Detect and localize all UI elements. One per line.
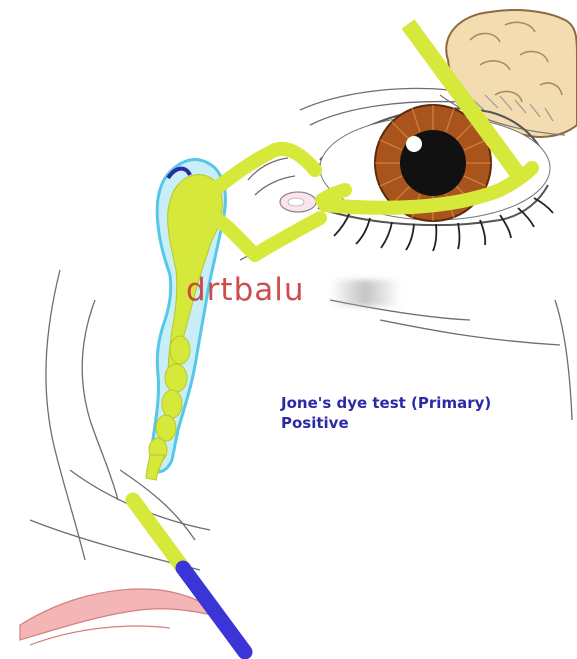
watermark-smudge [330,280,400,306]
lip-illustration [20,589,225,645]
caption-line-1: Jone's dye test (Primary) [281,393,491,413]
punctum [280,192,316,212]
caption-line-2: Positive [281,413,491,433]
caption: Jone's dye test (Primary) Positive [281,393,491,433]
eye-highlight [406,136,422,152]
watermark-text: drtbalu [186,272,305,308]
nasal-probe [133,500,245,652]
